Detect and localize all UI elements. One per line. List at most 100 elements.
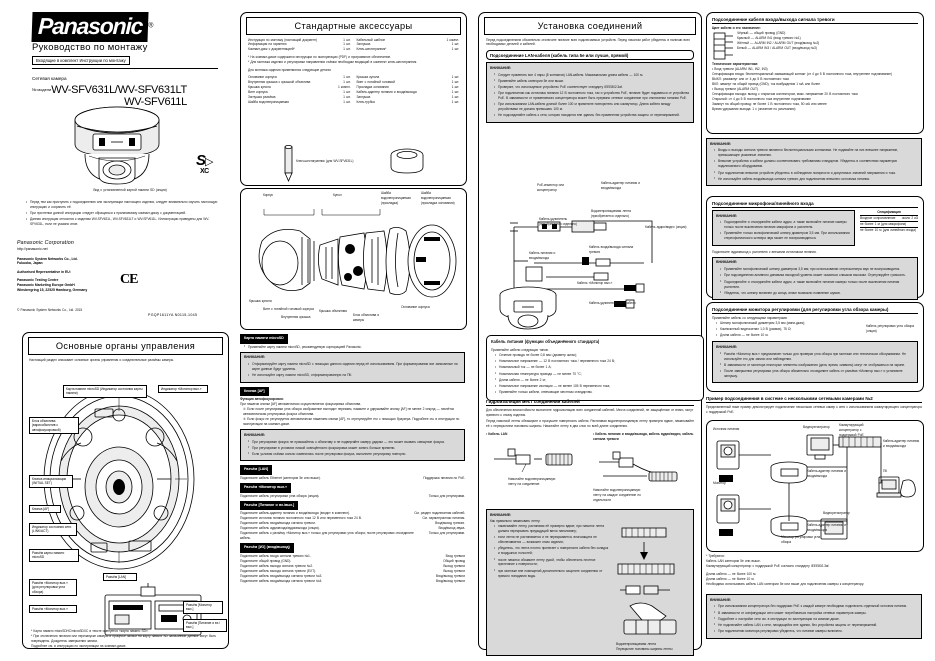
label-poe-injector: PoE-инжектор или концентратор	[537, 183, 564, 192]
accessories-panel: Стандартные аксессуары Инструкция по мон…	[240, 12, 467, 186]
row-ref: Только для регулировки.	[428, 493, 465, 498]
note-list: Входы и выходы сигнала тревоги являются …	[710, 148, 918, 181]
table-row: Компакт-диск с документацией*1 шт.	[248, 47, 351, 52]
span-label-dome: Купол	[333, 193, 342, 197]
model-numbers: № моделиWV-SFV631L/WV-SFV631LT WV-SFV611…	[32, 84, 187, 108]
label-gasket: Шайба водонепроницаемая (прокладка)	[381, 191, 411, 205]
callout-power-io-port: Разъём [Питание и вх./вых.]	[183, 619, 227, 632]
row-ref: Только для регулировки.	[428, 531, 465, 536]
row-ref: Поддержка питания по PoE.	[423, 476, 465, 481]
intro-bullets: Перед тем как приступить к подсоединению…	[22, 200, 222, 228]
item-lines: Применяйте карту памяти microSD, рекомен…	[240, 344, 465, 350]
accessories-footnotes: * На компакт-диске содержатся инструкции…	[241, 52, 466, 65]
wp-right: • Кабель питания и входа/выхода, кабель …	[593, 432, 694, 503]
connections-title: Установка соединений	[484, 17, 696, 35]
wp-left-header: • Кабель LAN	[486, 432, 508, 437]
list-item: убедитесь, что лента плотно прилегает к …	[494, 546, 610, 556]
list-item: В зависимости от конфигурации сети может…	[714, 610, 918, 616]
table-header: Спецификация	[860, 210, 918, 217]
item-line: ① Если после регулировки угла обзора изо…	[243, 407, 454, 417]
label-adapter-cable-2: Кабель-адаптер питания и входа/выхода	[807, 469, 847, 478]
list-item: Применяйте карту памяти microSD, рекомен…	[244, 344, 465, 350]
row-ref: См. раздел подключения кабелей.	[414, 511, 465, 516]
label-adjust-monitor: Монитор регулировки угла обзора	[781, 535, 821, 544]
label-lan-extension: Кабель-удлинитель LAN-кабеля	[589, 301, 636, 305]
accessory-qty: 1 шт.	[451, 47, 459, 52]
adjust-list: Штекер монофонический диаметром 3,5 мм (…	[712, 321, 861, 338]
adjust-monitor-panel: Подсоединение монитора регулировки (для …	[706, 302, 924, 392]
table-row: Подключите кабель-адаптер питания и вход…	[240, 511, 465, 516]
list-item: Проверьте, что используемое устройство P…	[494, 85, 690, 90]
part-name: Крышка купола	[248, 85, 271, 89]
list-item: При регулировке фокуса не прикасайтесь к…	[248, 439, 461, 445]
label-lens-cover: Крышка объектива	[319, 309, 347, 313]
table-row: Подключите кабель аудиовхода/аудиовыхода…	[240, 526, 465, 531]
table-row: Подключите кабель Ethernet (категория 5e…	[240, 476, 465, 481]
adjust-monitor-title: Подсоединение монитора регулировки (для …	[712, 307, 918, 314]
label-dome-cover: Крышка купола	[249, 299, 272, 303]
wp-right-header: • Кабель питания и входа/выхода, кабель …	[593, 432, 694, 442]
accessory-name: Информация на гарантию	[248, 42, 287, 47]
note-list: При использовании концентратора без подд…	[710, 604, 918, 633]
main-controls-title: Основные органы управления	[28, 337, 223, 355]
accessory-name: Инструкция по монтажу (настоящий докумен…	[248, 37, 317, 42]
note-header: ВНИМАНИЕ:	[244, 432, 266, 437]
cable-wiring-illustration	[499, 220, 653, 330]
item-line: ② Если фокус не регулируется автоматичес…	[243, 417, 460, 427]
note-box: ВНИМАНИЕ: Применяйте монофонический штек…	[712, 256, 918, 301]
spec-line: Время удержания выхода: 1 с (значение по…	[712, 106, 796, 111]
system-example-title: Пример подсоединения в системе с несколь…	[706, 396, 922, 403]
part-qty: 1 шт.	[451, 75, 459, 80]
adjust-intro: Применяйте кабель со следующими параметр…	[712, 316, 788, 320]
label-monitor-1: Монитор	[713, 481, 726, 485]
list-item: Подсоединяйте и отсоединяйте кабели ауди…	[720, 220, 851, 230]
connections-intro: Перед подсоединением обязательно отключи…	[486, 37, 690, 47]
label-adapter-cable-1: Кабель-адаптер питания и входа/выхода	[883, 439, 920, 448]
controls-items-column: Карта памяти microSD Применяйте карту па…	[240, 332, 465, 583]
table-row: Подключите кабель входа/выхода сигнала т…	[240, 579, 465, 584]
label-lens-camera-block: Блок объектива и камеры	[353, 313, 380, 322]
part-qty: 1 шт.	[451, 80, 459, 85]
spec-line: Спецификация входа: беспотенциальный зам…	[712, 72, 892, 77]
row-ref: Вход/выход звука.	[438, 526, 465, 531]
note-line: Длина кабеля — не более 10 м.	[706, 576, 755, 581]
label-power-supply: Источник питания	[713, 427, 740, 431]
note-list: Разъём «Монитор вых.» предназначен тольк…	[716, 351, 914, 379]
note-box: ВНИМАНИЕ: Подсоединяйте и отсоединяйте к…	[712, 210, 855, 247]
spec-line: ВЫКЛ: разомкнут или от 4 до 5 В постоянн…	[712, 77, 789, 82]
system-topology-illustration	[716, 434, 916, 540]
row-ref: Вход тревоги	[445, 553, 465, 558]
row-ref: Вход/выход тревоги.	[435, 521, 465, 526]
table-row: Ключ-шестигранник* 1 шт.	[357, 47, 460, 52]
list-item: Не подсоединяйте кабель к сети, которая …	[494, 113, 690, 118]
brand-wordmark: Panasonic	[31, 12, 149, 42]
addr-line: Panasonic Testing Centre	[17, 278, 59, 283]
system-example-intro: Представленный ниже пример демонстрирует…	[706, 405, 922, 414]
part-name: Прокладка основания	[356, 85, 389, 89]
accessory-name: Ключ-шестигранник*	[356, 47, 387, 52]
list-item: Внешние устройства и кабели должны соотв…	[714, 159, 918, 169]
label-power-io-cable: Кабель питания и входа/выхода	[529, 251, 556, 260]
label-av-cable: Кабель аудио/видео (опция)	[645, 225, 687, 229]
list-item: наматывайте ленту, растягивая её примерн…	[494, 524, 610, 534]
camera-topview-illustration	[43, 388, 195, 570]
addr-line: Panasonic System Networks Co., Ltd.	[17, 256, 78, 261]
cell-value: около 2 кΩ	[901, 216, 918, 221]
row-desc: Подключите кабель-адаптер питания и вход…	[240, 511, 350, 516]
list-item: Номинальное напряжение — 12 В постоянног…	[495, 359, 699, 364]
part-qty: 1 шт.	[343, 89, 351, 94]
item-header-lan: Разъём [LAN]	[240, 465, 272, 475]
row-desc: Подключите кабель к разъёму «Монитор вых…	[240, 531, 414, 541]
part-qty: 1 шт.	[343, 75, 351, 80]
list-item: Номинальная температура провода — не мен…	[495, 371, 699, 377]
part-name: Внутренняя крышка с крышкой объектива	[248, 80, 311, 85]
adjust-side-label: Кабель регулировки угла обзора (опция)	[866, 324, 914, 333]
list-item: Перед тем как приступить к подсоединению…	[26, 200, 222, 210]
print-code: PGQP1611YA N0115-1045	[148, 313, 198, 317]
